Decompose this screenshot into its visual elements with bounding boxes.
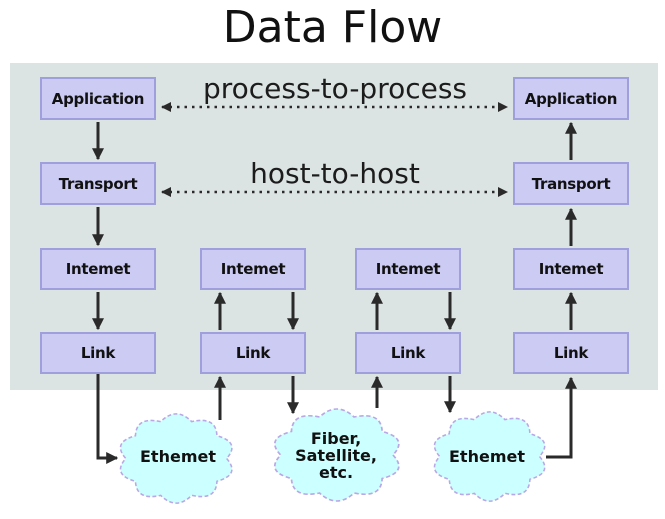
cloud-label-ethernet-right: Ethemet — [449, 447, 525, 466]
node-link-left: Link — [40, 332, 156, 374]
node-link-router2: Link — [355, 332, 461, 374]
page-title: Data Flow — [222, 2, 443, 53]
cloud-label-fiber-satellite: Fiber, Satellite, etc. — [295, 429, 377, 482]
node-application-left: Application — [40, 77, 156, 120]
node-link-right: Link — [513, 332, 629, 374]
node-transport-left: Transport — [40, 162, 156, 205]
arrow-link-to-ethernet-left — [96, 374, 119, 464]
node-internet-right: Intemet — [513, 248, 629, 290]
node-application-right: Application — [513, 77, 629, 120]
host-to-host-label: host-to-host — [250, 157, 420, 190]
node-internet-left: Intemet — [40, 248, 156, 290]
cloud-label-ethernet-left: Ethemet — [140, 447, 216, 466]
node-link-router1: Link — [200, 332, 306, 374]
node-internet-router2: Intemet — [355, 248, 461, 290]
arrow-ethernet-to-link-right — [546, 376, 577, 459]
node-internet-router1: Intemet — [200, 248, 306, 290]
process-to-process-label: process-to-process — [202, 72, 468, 105]
node-transport-right: Transport — [513, 162, 629, 205]
